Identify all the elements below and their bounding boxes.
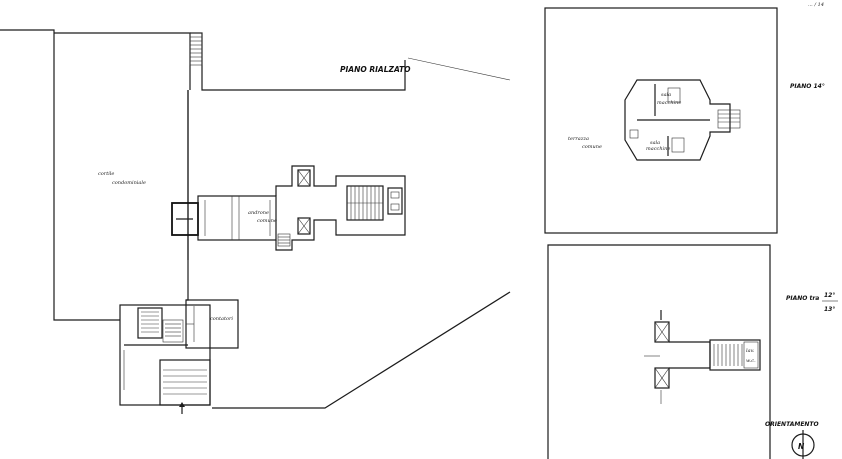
main-floor-label: PIANO RIALZATO <box>340 65 411 74</box>
plan-14-room2-label-2: macchine <box>646 146 670 152</box>
plan-14-building <box>624 79 741 161</box>
plan-12-13-core <box>644 310 761 404</box>
plan-12-13-small-label-1: lav. <box>746 348 755 354</box>
orientation-block: ORIENTAMENTO N <box>765 421 819 459</box>
plan-14-room1-label-2: macchine <box>657 100 681 106</box>
top-stair <box>189 32 203 66</box>
plan-14-terrace-label-1: terrazza <box>568 136 589 142</box>
leader-line-top <box>407 57 511 81</box>
meters-label: contatori <box>210 316 233 322</box>
plan-12-13-floor-label: PIANO tra <box>786 295 819 302</box>
plan-12-13-small-label-2: w.c. <box>746 358 756 364</box>
north-letter: N <box>798 442 805 451</box>
main-plan: PIANO RIALZATO cortile condominiale andr… <box>0 29 511 414</box>
building-top-edge <box>190 32 406 91</box>
plan-14-terrace-label-2: comune <box>582 144 602 150</box>
courtyard-label-2: condominiale <box>112 180 146 186</box>
entrance-block <box>171 195 277 241</box>
orientation-label: ORIENTAMENTO <box>765 421 819 428</box>
plan-14-panel: PIANO 14° sala macchine sala macchine te… <box>544 7 825 234</box>
plan-12-13-fraction-bottom: 13° <box>824 306 835 313</box>
plan-14-frame <box>544 7 778 234</box>
plan-12-13-fraction-top: 12° <box>824 292 835 299</box>
courtyard-label-1: cortile <box>98 171 114 177</box>
courtyard-outline <box>0 29 191 321</box>
lower-stair-block <box>119 299 239 414</box>
hall-label-2: comune <box>257 218 277 224</box>
diagonal-lower-edge <box>212 291 511 409</box>
plan-14-floor-label: PIANO 14° <box>790 83 825 90</box>
plan-14-room2-label-1: sala <box>650 140 660 146</box>
plan-12-13-panel: PIANO tra 12° 13° lav. w.c. <box>547 244 838 459</box>
plan-14-room1-label-1: sala <box>661 92 671 98</box>
central-core <box>275 165 406 251</box>
sheet-corner-text: ... / 14 <box>808 2 824 8</box>
hall-label-1: androne <box>248 210 269 216</box>
plan-12-13-frame <box>547 244 771 459</box>
